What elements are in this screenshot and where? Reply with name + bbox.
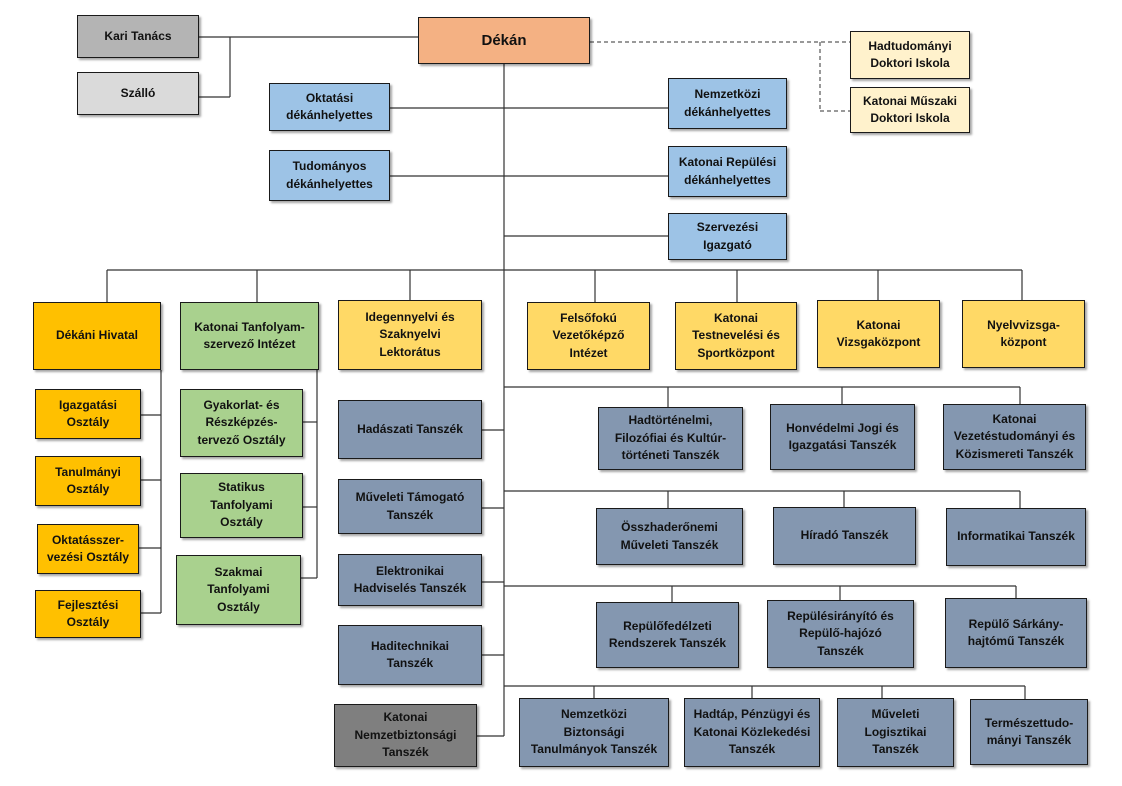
szakmai-tanfolyami-osztaly-box: Szakmai Tanfolyami Osztály (176, 555, 301, 625)
igazgatasi-osztaly-box: Igazgatási Osztály (35, 389, 141, 439)
statikus-tanfolyami-osztaly-box: Statikus Tanfolyami Osztály (180, 473, 303, 538)
hadaszati-tanszek-box: Hadászati Tanszék (338, 400, 482, 459)
testnevelesi-sportkozpont-box: Katonai Testnevelési és Sportközpont (675, 302, 797, 370)
termeszettudomanyi-tanszek-box: Természettudo- mányi Tanszék (970, 699, 1088, 765)
hirado-tanszek-box: Híradó Tanszék (773, 507, 916, 565)
oktatasi-dekanhelyettes-box: Oktatási dékánhelyettes (269, 83, 390, 131)
nyelvvizsgakozpont-box: Nyelvvizsga- központ (962, 300, 1085, 368)
felsofoku-vezetokepzo-intezet-box: Felsőfokú Vezetőképző Intézet (527, 302, 650, 370)
tanulmanyi-osztaly-box: Tanulmányi Osztály (35, 456, 141, 506)
katonai-tanfolyamszervezo-intezet-box: Katonai Tanfolyam- szervező Intézet (180, 302, 319, 370)
gyakorlat-reszkepzes-osztaly-box: Gyakorlat- és Részképzés- tervező Osztál… (180, 389, 303, 457)
elektronikai-hadviseles-tanszek-box: Elektronikai Hadviselés Tanszék (338, 554, 482, 606)
katonai-repulesi-dekanhelyettes-box: Katonai Repülési dékánhelyettes (668, 146, 787, 197)
nemzetkozi-dekanhelyettes-box: Nemzetközi dékánhelyettes (668, 78, 787, 129)
vezetestudomanyi-tanszek-box: Katonai Vezetéstudományi és Közismereti … (943, 404, 1086, 470)
sarkany-hajtomu-tanszek-box: Repülő Sárkány- hajtómű Tanszék (945, 598, 1087, 668)
informatikai-tanszek-box: Informatikai Tanszék (946, 508, 1086, 566)
dekani-hivatal-box: Dékáni Hivatal (33, 302, 161, 370)
fejlesztesi-osztaly-box: Fejlesztési Osztály (35, 590, 141, 638)
honvedelmi-jogi-tanszek-box: Honvédelmi Jogi és Igazgatási Tanszék (770, 404, 915, 470)
katonai-muszaki-doktori-iskola-box: Katonai Műszaki Doktori Iskola (850, 87, 970, 133)
nemzetkozi-biztonsagi-tanszek-box: Nemzetközi Biztonsági Tanulmányok Tanszé… (519, 698, 669, 767)
oktatasszervezesi-osztaly-box: Oktatásszer- vezési Osztály (37, 524, 139, 574)
szervezesi-igazgato-box: Szervezési Igazgató (668, 213, 787, 260)
tudomanyos-dekanhelyettes-box: Tudományos dékánhelyettes (269, 150, 390, 201)
katonai-vizsgakozpont-box: Katonai Vizsgaközpont (817, 300, 940, 368)
repulesiranyito-tanszek-box: Repülésirányító és Repülő-hajózó Tanszék (767, 600, 914, 668)
haditechnikai-tanszek-box: Haditechnikai Tanszék (338, 625, 482, 685)
hadtorteneti-tanszek-box: Hadtörténelmi, Filozófiai és Kultúr- tör… (598, 407, 743, 470)
katonai-nemzetbiztonsagi-tanszek-box: Katonai Nemzetbiztonsági Tanszék (334, 704, 477, 767)
idegennyelvi-lektoratus-box: Idegennyelvi és Szaknyelvi Lektorátus (338, 300, 482, 370)
kari-tanacs-box: Kari Tanács (77, 15, 199, 58)
dekan-box: Dékán (418, 17, 590, 64)
muveleti-tamogato-tanszek-box: Műveleti Támogató Tanszék (338, 479, 482, 534)
muveleti-logisztikai-tanszek-box: Műveleti Logisztikai Tanszék (837, 698, 954, 767)
hadtudomanyi-doktori-iskola-box: Hadtudományi Doktori Iskola (850, 31, 970, 79)
hadtap-tanszek-box: Hadtáp, Pénzügyi és Katonai Közlekedési … (684, 698, 820, 767)
repulofedelzeti-tanszek-box: Repülőfedélzeti Rendszerek Tanszék (596, 602, 739, 668)
szallo-box: Szálló (77, 72, 199, 115)
osszhaderonemi-tanszek-box: Összhaderőnemi Műveleti Tanszék (596, 508, 743, 565)
